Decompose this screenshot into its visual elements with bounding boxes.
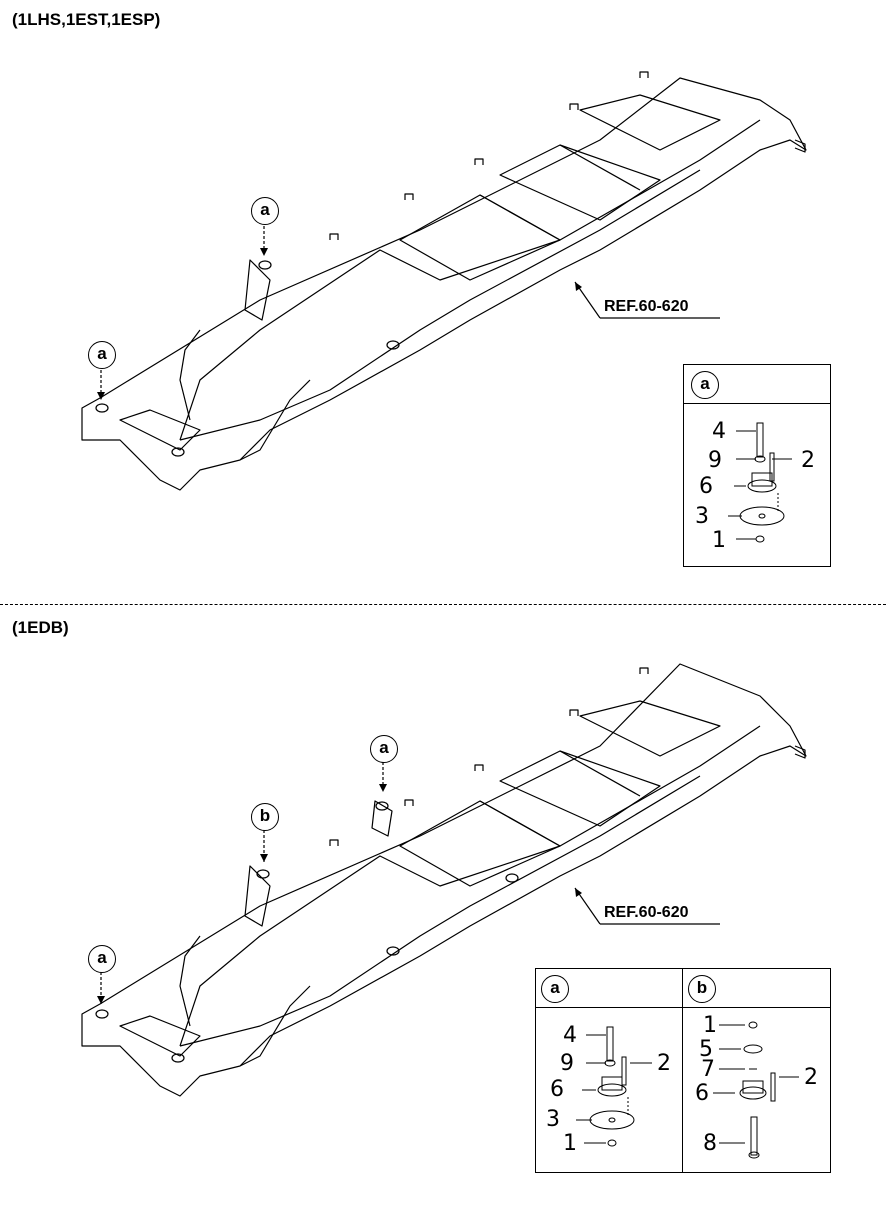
bolt-icon [606, 1026, 614, 1062]
detail-callout-a: a [691, 371, 719, 399]
section-divider [0, 604, 886, 605]
mount-plate-icon [589, 1110, 635, 1130]
part-number: 6 [550, 1077, 564, 1102]
chassis-frame-icon [81, 663, 807, 1097]
cushion-icon [739, 1086, 767, 1100]
body-mount-icon [576, 1026, 652, 1147]
callout-a-rear: a [370, 735, 398, 763]
detail-box-header: a [684, 365, 830, 404]
detail-box-a: a 4 9 2 6 3 1 [683, 364, 831, 567]
bolt-icon [750, 1116, 758, 1156]
part-number: 8 [703, 1131, 717, 1156]
part-number: 5 [699, 1037, 713, 1062]
section-2-title: (1EDB) [12, 618, 69, 637]
detail-box-header [536, 969, 830, 1008]
chassis-frame-icon [81, 71, 807, 491]
part-number: 4 [712, 419, 726, 444]
part-number: 1 [563, 1131, 577, 1156]
part-number: 2 [804, 1065, 818, 1090]
callout-a-front: a [88, 341, 116, 369]
washer-icon [743, 1044, 763, 1054]
part-number: 6 [695, 1081, 709, 1106]
body-mount-icon [728, 422, 792, 543]
part-number: 1 [712, 528, 726, 553]
callout-a-top: a [251, 197, 279, 225]
part-number: 7 [701, 1057, 715, 1082]
body-mount-icon [713, 1021, 799, 1159]
callout-b-mid: b [251, 803, 279, 831]
nut-icon [748, 1021, 758, 1029]
detail-column-b: b 1 5 7 2 6 8 [683, 969, 829, 1172]
bolt-icon [756, 422, 764, 458]
part-number: 3 [695, 504, 709, 529]
detail-callout-b: b [688, 975, 716, 1003]
callout-a-front: a [88, 945, 116, 973]
part-number: 2 [657, 1051, 671, 1076]
cushion-icon [597, 1083, 627, 1097]
detail-box-ab: a 4 9 2 6 3 1 [535, 968, 831, 1173]
section-1-title: (1LHS,1EST,1ESP) [12, 10, 161, 29]
part-number: 9 [560, 1051, 574, 1076]
washer-icon [604, 1059, 616, 1067]
nut-icon [607, 1139, 617, 1147]
mount-plate-icon [739, 506, 785, 526]
column-divider [682, 969, 683, 1172]
washer-icon [754, 455, 766, 463]
ref-label: REF.60-620 [604, 904, 689, 921]
part-number: 1 [703, 1013, 717, 1038]
detail-callout-a: a [541, 975, 569, 1003]
part-number: 4 [563, 1023, 577, 1048]
part-number: 9 [708, 448, 722, 473]
part-number: 2 [801, 448, 815, 473]
nut-icon [755, 535, 765, 543]
part-number: 3 [546, 1107, 560, 1132]
ref-label: REF.60-620 [604, 298, 689, 315]
part-number: 6 [699, 474, 713, 499]
detail-column-a: a 4 9 2 6 3 1 [536, 969, 682, 1172]
cushion-icon [747, 479, 777, 493]
